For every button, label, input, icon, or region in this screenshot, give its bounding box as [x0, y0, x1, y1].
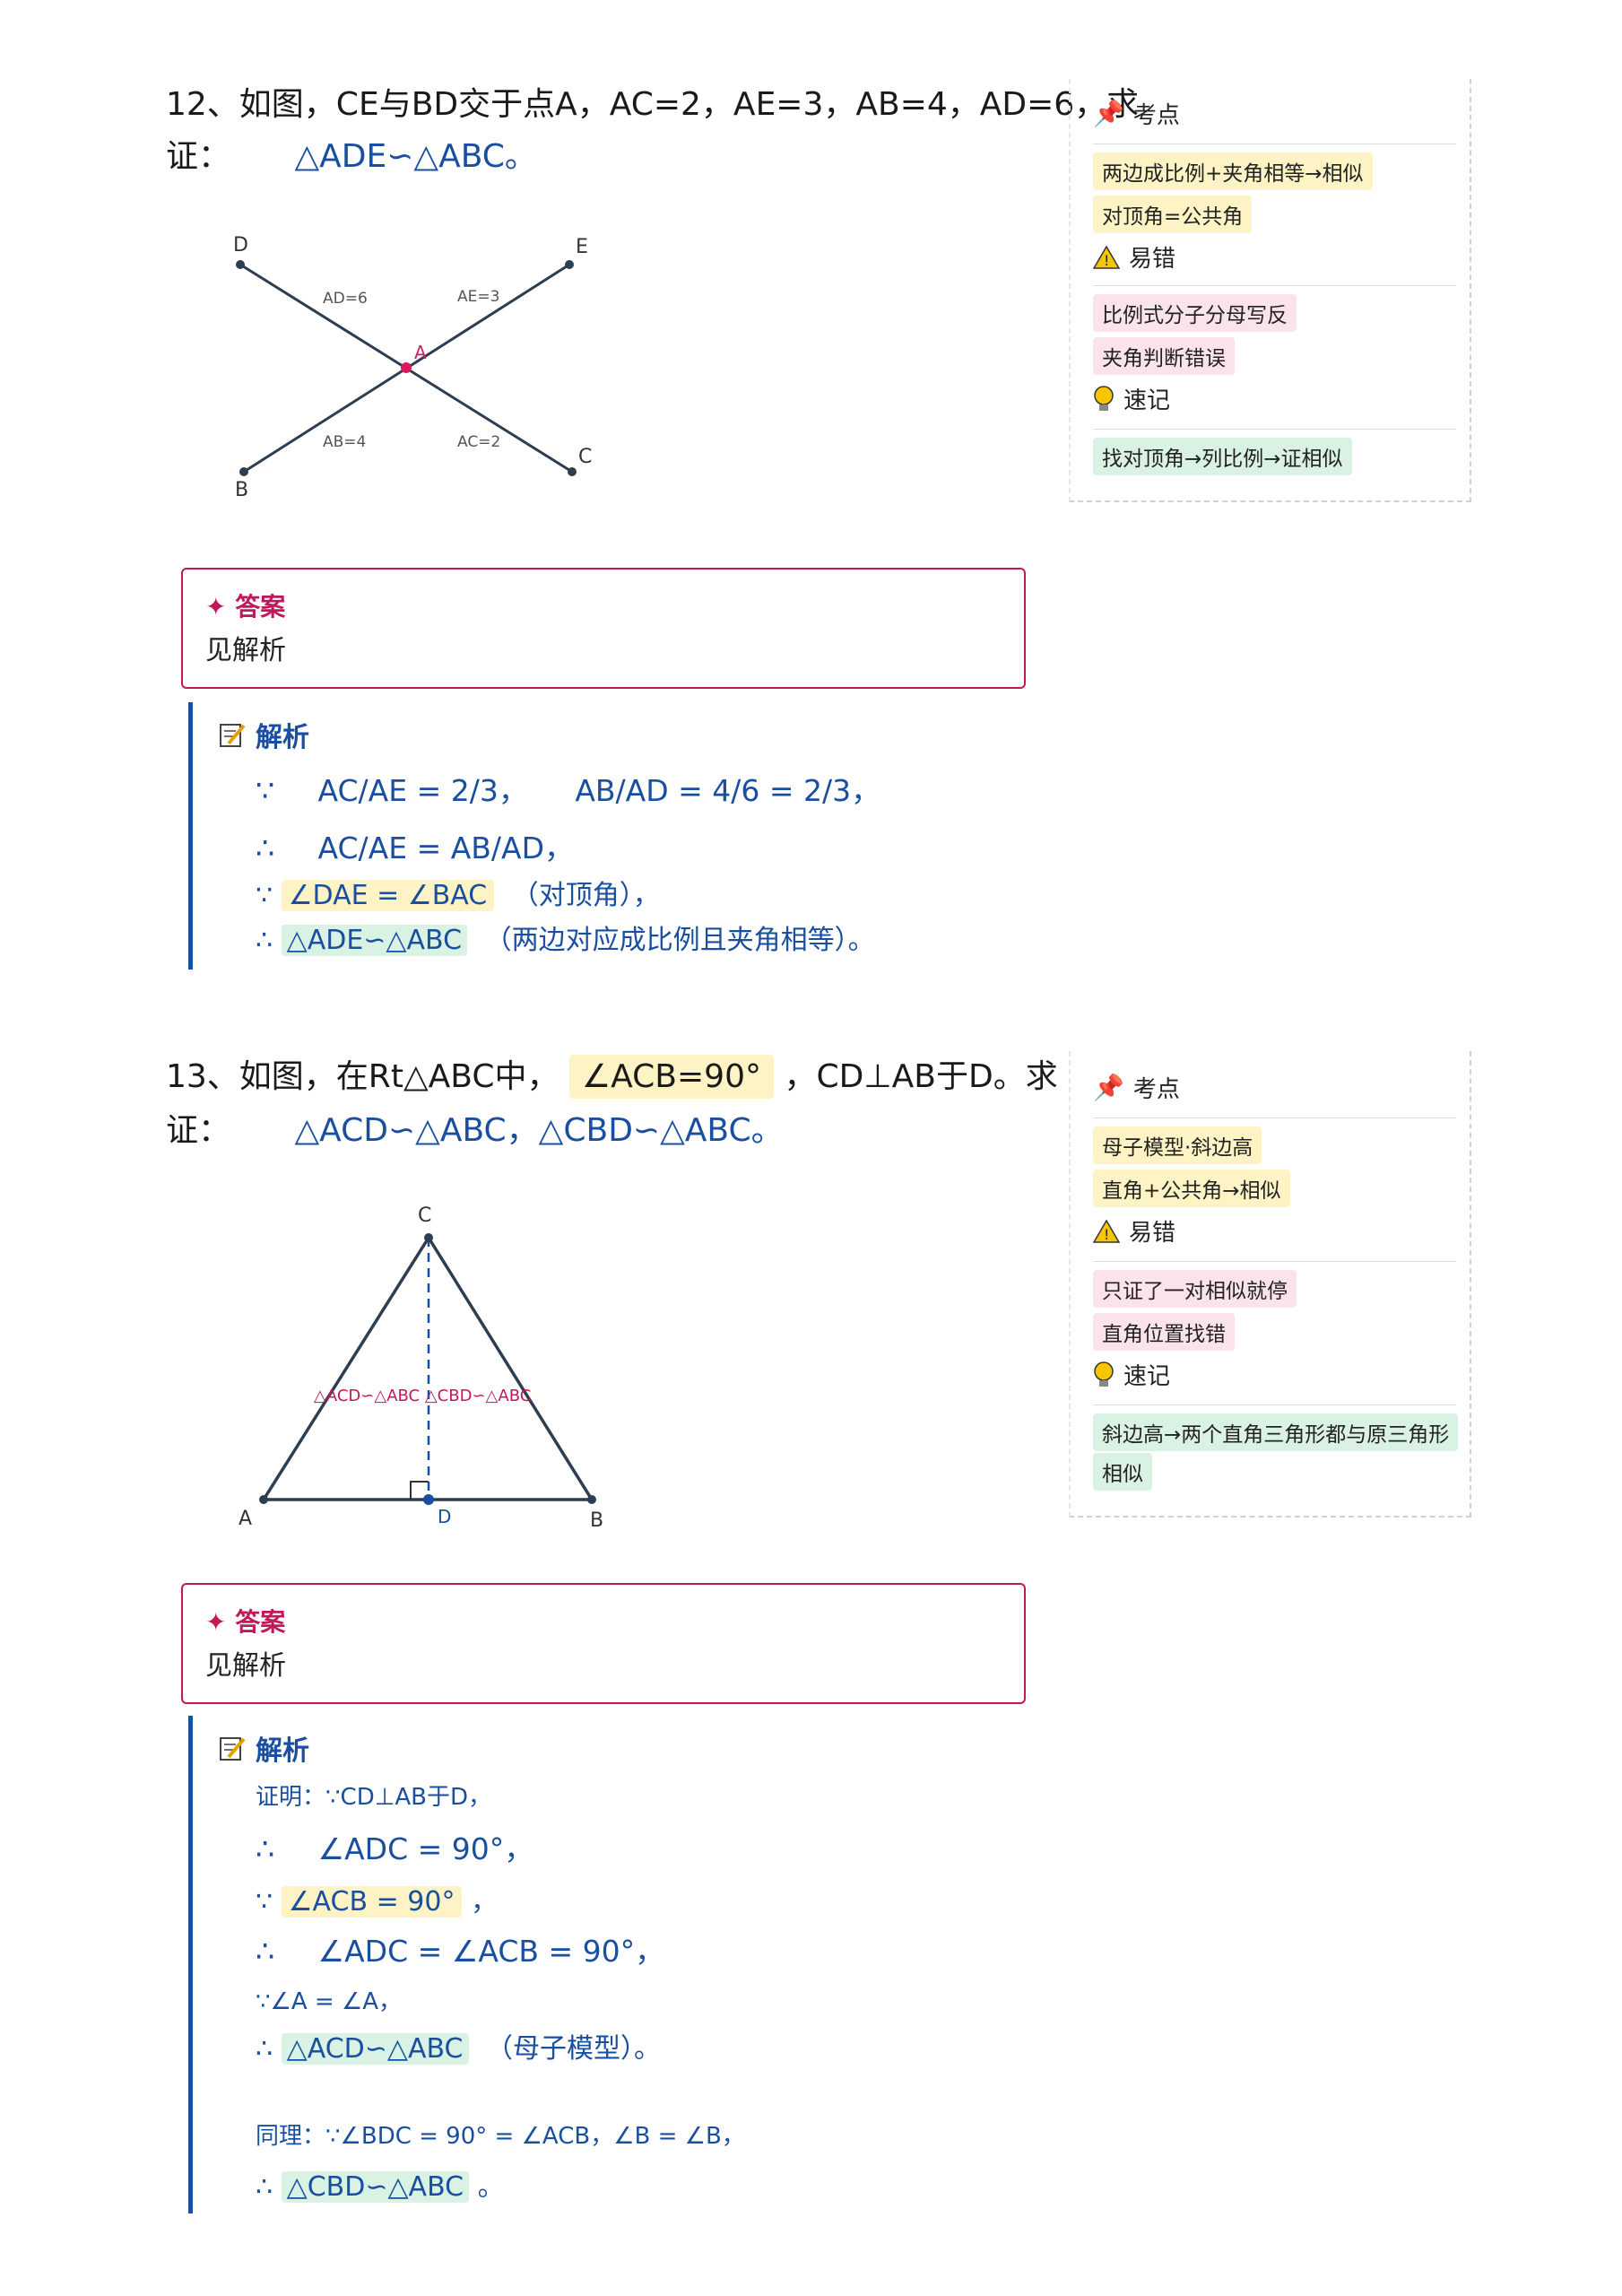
label-ad: AD=6 — [323, 290, 368, 308]
q13-analysis-title: 解析 — [218, 1728, 309, 1768]
q12-side-panel: 📌 考点 两边成比例+夹角相等→相似 对顶角=公共角 ! 易错 比例式分子分母写… — [1069, 79, 1471, 502]
point-b — [587, 1495, 596, 1504]
q12-tag-e1: 比例式分子分母写反 — [1093, 294, 1297, 332]
warning-icon: ! — [1093, 245, 1120, 269]
label-d: D — [438, 1506, 451, 1527]
label-a: A — [414, 342, 427, 363]
q12-ana-angle-hl: ∠DAE = ∠BAC — [281, 880, 495, 911]
lightbulb-icon — [1094, 1361, 1114, 1387]
q13-ana-conclusion1-hl: △ACD∽△ABC — [281, 2033, 469, 2065]
point-e — [565, 260, 574, 269]
point-d — [423, 1494, 434, 1505]
q13-answer-body: 见解析 — [205, 1650, 286, 1682]
q12-stem-line1: 12、如图，CE与BD交于点A，AC=2，AE=3，AB=4，AD=6，求 — [166, 86, 1140, 123]
q13-ana-line4: ∴ ∠ADC = ∠ACB = 90°， — [256, 1934, 665, 1969]
q13-ana-line1: 证明：∵CD⊥AB于D， — [256, 1784, 492, 1811]
q13-tag-s1b: 相似 — [1093, 1453, 1152, 1491]
point-b — [239, 467, 248, 476]
q12-ana-line2: ∴ AC/AE = AB/AD， — [256, 831, 575, 865]
q13-kaodian-head: 📌 考点 — [1093, 1073, 1180, 1103]
q13-tag-k2: 直角+公共角→相似 — [1093, 1170, 1290, 1207]
q12-tag-k2: 对顶角=公共角 — [1093, 196, 1253, 233]
q13-ana-line8: ∴ △CBD∽△ABC 。 — [256, 2171, 505, 2203]
q13-side-panel: 📌 考点 母子模型·斜边高 直角+公共角→相似 ! 易错 只证了一对相似就停 直… — [1069, 1051, 1471, 1518]
q13-stem-line2: 证： △ACD∽△ABC，△CBD∽△ABC。 — [166, 1112, 784, 1149]
figure-similarity-note: △ACD∽△ABC △CBD∽△ABC — [314, 1387, 531, 1405]
q13-answer-box: ✦ 答案 见解析 — [181, 1583, 1026, 1704]
q12-ana-conclusion-hl: △ADE∽△ABC — [281, 925, 468, 956]
q13-ana-angle-hl: ∠ACB = 90° — [281, 1886, 463, 1918]
q13-ana-line6: ∴ △ACD∽△ABC （母子模型）。 — [256, 2033, 662, 2065]
label-d: D — [233, 234, 248, 257]
q12-answer-box: ✦ 答案 见解析 — [181, 568, 1026, 689]
q12-analysis-title: 解析 — [218, 715, 309, 754]
right-angle-mark — [410, 1481, 429, 1500]
pushpin-icon: 📌 — [1093, 1073, 1124, 1102]
label-c: C — [578, 446, 592, 468]
lightbulb-icon — [1094, 385, 1114, 411]
pushpin-icon: 📌 — [1093, 99, 1124, 128]
point-a — [259, 1495, 268, 1504]
q13-answer-title: ✦ 答案 — [205, 1607, 286, 1637]
q12-stem-line2: 证： △ADE∽△ABC。 — [166, 138, 537, 175]
sparkle-icon: ✦ — [205, 1607, 227, 1637]
q12-suji-head: 速记 — [1093, 382, 1170, 415]
label-b: B — [235, 479, 248, 501]
q13-analysis: 解析 证明：∵CD⊥AB于D， ∴ ∠ADC = 90°， ∵ ∠ACB = 9… — [188, 1716, 1027, 2213]
q12-tag-s1: 找对顶角→列比例→证相似 — [1093, 438, 1352, 475]
memo-icon — [220, 1737, 246, 1761]
point-c — [568, 467, 577, 476]
q13-ana-conclusion2-hl: △CBD∽△ABC — [281, 2171, 470, 2203]
q12-figure: D E A B C AD=6 AE=3 AB=4 AC=2 — [233, 234, 592, 501]
label-e: E — [576, 236, 588, 258]
point-a — [401, 362, 412, 373]
q13-ana-line3: ∵ ∠ACB = 90° ， — [256, 1886, 498, 1918]
label-b: B — [590, 1509, 603, 1532]
q13-tag-s1a: 斜边高→两个直角三角形都与原三角形 — [1093, 1413, 1459, 1451]
q13-claim: △ACD∽△ABC，△CBD∽△ABC。 — [294, 1112, 784, 1149]
q12-tag-k1: 两边成比例+夹角相等→相似 — [1093, 152, 1373, 190]
point-c — [424, 1233, 433, 1242]
q13-stem-line1: 13、如图，在Rt△ABC中， ∠ACB=90° ，CD⊥AB于D。求 — [166, 1051, 1058, 1103]
q12-tag-e2: 夹角判断错误 — [1093, 337, 1235, 375]
q12-claim: △ADE∽△ABC。 — [294, 138, 537, 175]
label-ac: AC=2 — [457, 433, 500, 451]
label-a: A — [239, 1508, 252, 1530]
q13-yicuo-head: ! 易错 — [1093, 1214, 1175, 1248]
q13-ana-line2: ∴ ∠ADC = 90°， — [256, 1831, 534, 1866]
q13-tag-e2: 直角位置找错 — [1093, 1313, 1235, 1351]
svg-text:!: ! — [1104, 252, 1109, 269]
q13-stem-hl: ∠ACB=90° — [568, 1055, 774, 1099]
memo-icon — [220, 724, 246, 747]
q12-kaodian-head: 📌 考点 — [1093, 99, 1180, 129]
label-c: C — [418, 1205, 431, 1227]
q13-suji-head: 速记 — [1093, 1358, 1170, 1391]
label-ab: AB=4 — [323, 433, 366, 451]
sparkle-icon: ✦ — [205, 592, 227, 622]
q12-ana-line1: ∵ AC/AE = 2/3， AB/AD = 4/6 = 2/3， — [256, 773, 881, 808]
svg-text:!: ! — [1104, 1226, 1109, 1243]
warning-icon: ! — [1093, 1219, 1120, 1243]
q13-tag-k1: 母子模型·斜边高 — [1093, 1126, 1262, 1164]
q12-answer-body: 见解析 — [205, 635, 286, 666]
q12-answer-title: ✦ 答案 — [205, 592, 286, 622]
label-ae: AE=3 — [457, 288, 499, 306]
q13-ana-line5: ∵∠A = ∠A， — [256, 1988, 403, 2015]
q12-ana-line4: ∴ △ADE∽△ABC （两边对应成比例且夹角相等）。 — [256, 925, 875, 956]
q12-analysis: 解析 ∵ AC/AE = 2/3， AB/AD = 4/6 = 2/3， ∴ A… — [188, 702, 1027, 970]
q13-tag-e1: 只证了一对相似就停 — [1093, 1270, 1297, 1308]
q13-ana-line7: 同理：∵∠BDC = 90° = ∠ACB，∠B = ∠B， — [256, 2123, 745, 2150]
q12-ana-line3: ∵ ∠DAE = ∠BAC （对顶角）， — [256, 880, 660, 911]
q12-yicuo-head: ! 易错 — [1093, 240, 1175, 274]
q13-figure: C A B D △ACD∽△ABC △CBD∽△ABC — [239, 1205, 603, 1532]
point-d — [236, 260, 245, 269]
